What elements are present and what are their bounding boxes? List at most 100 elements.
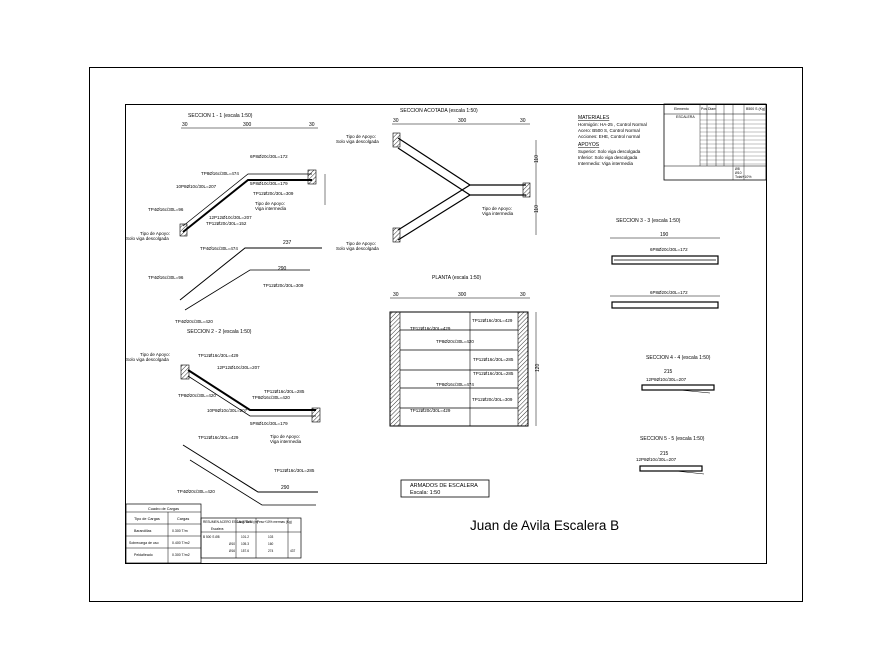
section-5-5: SECCION 5 - 5 (escala 1:50) 215 12P8Ø10c… xyxy=(636,436,705,475)
svg-text:Escalera: Escalera xyxy=(211,527,224,531)
svg-text:300: 300 xyxy=(458,292,467,298)
svg-text:TP12Ø16c/30L=285: TP12Ø16c/30L=285 xyxy=(264,389,305,394)
section-3-3-title: SECCION 3 - 3 (escala 1:50) xyxy=(616,218,681,224)
svg-text:0.300 T/m2: 0.300 T/m2 xyxy=(172,553,190,557)
section-3-3: SECCION 3 - 3 (escala 1:50) 190 6P8Ø20c/… xyxy=(610,218,720,309)
svg-text:5P8Ø10c/30L=179: 5P8Ø10c/30L=179 xyxy=(250,181,288,186)
svg-text:ESCALERA: ESCALERA xyxy=(676,115,695,119)
svg-text:120: 120 xyxy=(535,363,541,372)
svg-text:160: 160 xyxy=(268,542,274,546)
svg-text:30: 30 xyxy=(182,122,188,128)
svg-text:0.400 T/m2: 0.400 T/m2 xyxy=(172,541,190,545)
svg-text:10P8Ø10c/30L=207: 10P8Ø10c/30L=207 xyxy=(207,408,248,413)
drawing-frame xyxy=(125,104,767,564)
svg-text:TP8Ø20c/30L=420: TP8Ø20c/30L=420 xyxy=(436,339,474,344)
svg-text:Ø10: Ø10 xyxy=(229,542,235,546)
svg-text:Superior: Solo viga descolgada: Superior: Solo viga descolgada xyxy=(578,149,641,154)
svg-text:300: 300 xyxy=(243,122,252,128)
svg-text:30: 30 xyxy=(520,118,526,124)
svg-text:103: 103 xyxy=(268,535,274,539)
svg-text:Tipo de Apoyo:: Tipo de Apoyo: xyxy=(255,201,285,206)
svg-text:0.300 T/m: 0.300 T/m xyxy=(172,529,188,533)
drawing-title: Juan de Avila Escalera B xyxy=(470,518,619,533)
svg-text:TP8Ø16c/30L=420: TP8Ø16c/30L=420 xyxy=(252,395,290,400)
svg-text:RESUMEN ACERO ESCALERA B: RESUMEN ACERO ESCALERA B xyxy=(203,520,252,524)
svg-text:TP8Ø20c/30L=420: TP8Ø20c/30L=420 xyxy=(178,393,216,398)
svg-text:Tipo de Cargas: Tipo de Cargas xyxy=(134,517,160,521)
svg-text:Solo viga descolgada: Solo viga descolgada xyxy=(336,139,379,144)
svg-text:12P8Ø10c/30L=207: 12P8Ø10c/30L=207 xyxy=(636,457,677,462)
svg-text:TP12Ø20c/30L=309: TP12Ø20c/30L=309 xyxy=(253,191,294,196)
svg-text:TP12Ø20c/30L=309: TP12Ø20c/30L=309 xyxy=(472,397,513,402)
svg-text:Cargas: Cargas xyxy=(177,517,189,521)
materials-block: MATERIALES Hormigón: HA-25 , Control Nor… xyxy=(578,115,647,166)
svg-text:12P12Ø10c/30L=207: 12P12Ø10c/30L=207 xyxy=(209,215,252,220)
section-acotada: SECCION ACOTADA (escala 1:50) 30 300 30 … xyxy=(336,108,540,251)
svg-text:105.3: 105.3 xyxy=(241,542,249,546)
steel-table-rows xyxy=(700,119,766,165)
svg-text:Tipo de Apoyo:: Tipo de Apoyo: xyxy=(346,134,376,139)
svg-text:101.2: 101.2 xyxy=(241,535,249,539)
svg-text:Elemento: Elemento xyxy=(674,107,689,111)
svg-text:Acero: B500 S, Control Normal: Acero: B500 S, Control Normal xyxy=(578,128,640,133)
svg-text:215: 215 xyxy=(664,369,673,375)
outer-border xyxy=(89,67,803,602)
svg-text:Solo viga descolgada: Solo viga descolgada xyxy=(126,357,169,362)
svg-text:Intermedio: Viga intermedia: Intermedio: Viga intermedia xyxy=(578,161,633,166)
svg-text:6P8Ø20c/30L=172: 6P8Ø20c/30L=172 xyxy=(650,247,688,252)
section-planta: PLANTA (escala 1:50) 30 300 30 TP12Ø16c/… xyxy=(389,275,541,427)
svg-text:Inferior: Solo viga descolgada: Inferior: Solo viga descolgada xyxy=(578,155,638,160)
svg-text:ARMADOS DE ESCALERA: ARMADOS DE ESCALERA xyxy=(410,483,478,489)
svg-text:Diam: Diam xyxy=(708,107,716,111)
svg-text:APOYOS: APOYOS xyxy=(578,142,600,148)
section-1-1-title: SECCION 1 - 1 (escala 1:50) xyxy=(188,113,253,119)
title-stamp: ARMADOS DE ESCALERA Escala: 1:50 xyxy=(400,479,490,498)
svg-text:110: 110 xyxy=(534,205,540,213)
svg-text:Tipo de Apoyo:: Tipo de Apoyo: xyxy=(270,434,300,439)
svg-text:Long. Total (m): Long. Total (m) xyxy=(237,520,258,524)
section-2-2: SECCION 2 - 2 (escala 1:50) Tipo de Apoy… xyxy=(126,329,321,506)
svg-text:Tipo de Apoyo:: Tipo de Apoyo: xyxy=(140,231,170,236)
svg-text:12P12Ø10c/30L=207: 12P12Ø10c/30L=207 xyxy=(217,365,260,370)
svg-text:TP12Ø16c/30L=429: TP12Ø16c/30L=429 xyxy=(410,326,451,331)
svg-text:12P8Ø10c/30L=207: 12P8Ø10c/30L=207 xyxy=(646,377,687,382)
support-acotada-top xyxy=(392,132,401,148)
planta-title: PLANTA (escala 1:50) xyxy=(432,275,481,281)
section-2-2-title: SECCION 2 - 2 (escala 1:50) xyxy=(187,329,252,335)
svg-text:437: 437 xyxy=(290,549,296,553)
svg-text:290: 290 xyxy=(281,485,290,491)
svg-text:TP12Ø20c/30L=429: TP12Ø20c/30L=429 xyxy=(410,408,451,413)
steel-table: Elemento Pos Diam B500 S (Kg) ESCALERA Ø… xyxy=(663,103,767,181)
loads-table: Cuadro de Cargas Tipo de Cargas Cargas B… xyxy=(125,503,202,564)
svg-text:Hormigón: HA-25 , Control Norm: Hormigón: HA-25 , Control Normal xyxy=(578,122,647,127)
svg-text:TP8Ø16c/30L=474: TP8Ø16c/30L=474 xyxy=(201,171,239,176)
svg-text:290: 290 xyxy=(278,266,287,272)
svg-text:237: 237 xyxy=(283,240,292,246)
svg-text:5P8Ø10c/30L=179: 5P8Ø10c/30L=179 xyxy=(250,421,288,426)
svg-text:MATERIALES: MATERIALES xyxy=(578,115,610,121)
svg-text:Sobrecarga de uso: Sobrecarga de uso xyxy=(129,541,159,545)
svg-text:Viga intermedia: Viga intermedia xyxy=(270,439,302,444)
svg-text:TP12Ø16c/30L=429: TP12Ø16c/30L=429 xyxy=(472,318,513,323)
svg-text:157.6: 157.6 xyxy=(241,549,249,553)
svg-text:Solo viga descolgada: Solo viga descolgada xyxy=(336,246,379,251)
svg-text:TP4Ø20c/30L=420: TP4Ø20c/30L=420 xyxy=(177,489,215,494)
support-top-2 xyxy=(180,364,190,380)
svg-text:TP4Ø16c/30L=96: TP4Ø16c/30L=96 xyxy=(148,207,184,212)
svg-text:Viga intermedia: Viga intermedia xyxy=(255,206,287,211)
svg-text:30: 30 xyxy=(520,292,526,298)
svg-text:TP8Ø16c/30L=474: TP8Ø16c/30L=474 xyxy=(436,382,474,387)
svg-text:Total+10%: Total+10% xyxy=(735,175,751,179)
svg-text:Tipo de Apoyo:: Tipo de Apoyo: xyxy=(140,352,170,357)
svg-text:Escala: 1:50: Escala: 1:50 xyxy=(410,490,440,496)
svg-text:Ø16: Ø16 xyxy=(229,549,235,553)
svg-text:TP12Ø20c/30L=309: TP12Ø20c/30L=309 xyxy=(263,283,304,288)
svg-text:215: 215 xyxy=(660,451,669,457)
support-top-1 xyxy=(307,169,317,185)
svg-text:TP12Ø16c/30L=285: TP12Ø16c/30L=285 xyxy=(274,468,315,473)
svg-text:Viga intermedia: Viga intermedia xyxy=(482,211,514,216)
svg-text:30: 30 xyxy=(393,292,399,298)
section-1-1: SECCION 1 - 1 (escala 1:50) 30 300 30 6P… xyxy=(126,113,326,324)
svg-text:Cuadro de Cargas: Cuadro de Cargas xyxy=(148,507,179,511)
svg-text:TP12Ø16c/30L=285: TP12Ø16c/30L=285 xyxy=(473,371,514,376)
